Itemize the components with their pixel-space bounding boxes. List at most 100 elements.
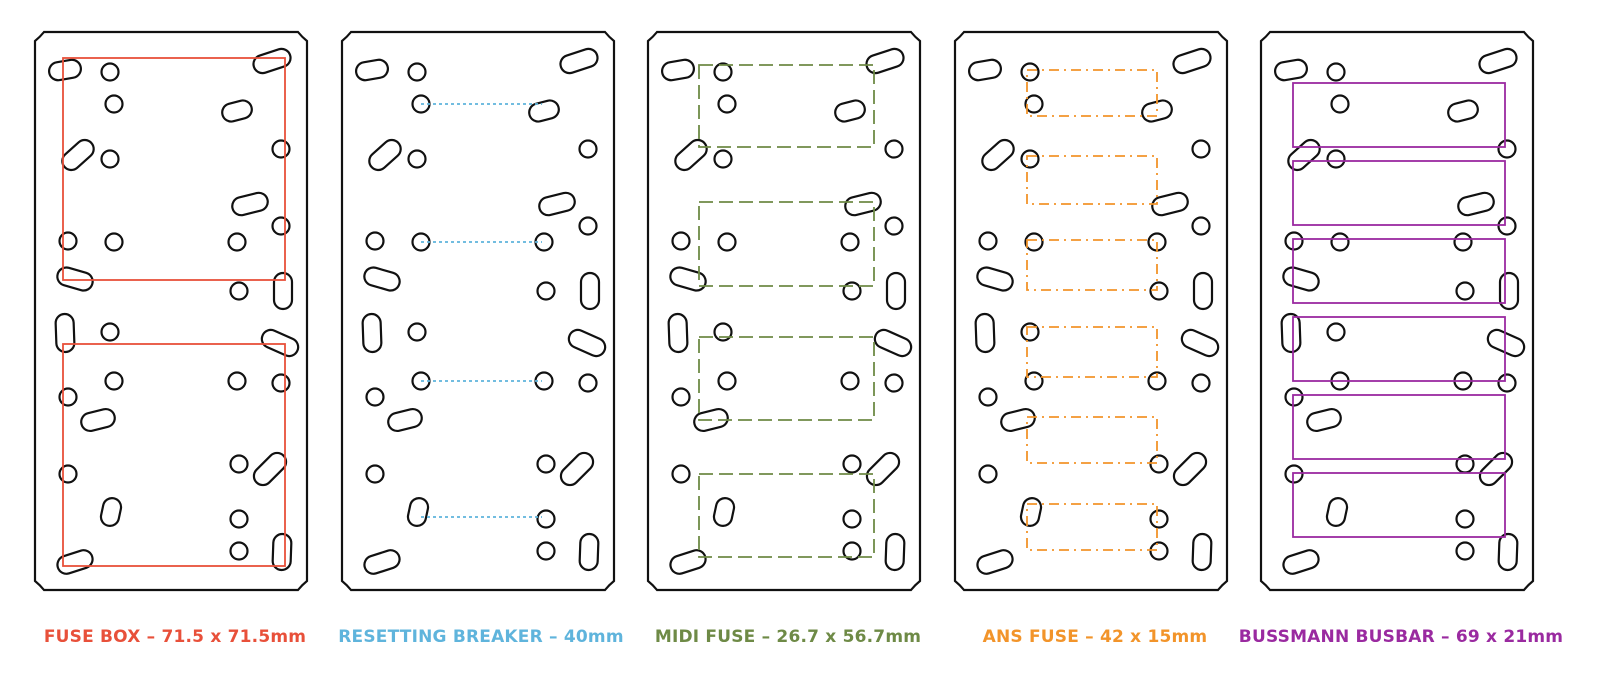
mounting-hole xyxy=(1149,454,1169,474)
mounting-hole xyxy=(713,322,733,342)
mounting-hole xyxy=(978,231,998,251)
mounting-hole xyxy=(100,149,120,169)
mounting-hole xyxy=(1024,371,1044,391)
mounting-slot xyxy=(976,266,1014,292)
mounting-slot xyxy=(1457,191,1495,217)
mounting-hole xyxy=(271,216,291,236)
mounting-slot xyxy=(361,312,383,354)
mounting-hole xyxy=(100,62,120,82)
mounting-hole xyxy=(227,232,247,252)
mounting-slot xyxy=(54,312,76,354)
caption-midi-fuse: MIDI FUSE – 26.7 x 56.7mm xyxy=(655,627,921,647)
mounting-hole xyxy=(671,464,691,484)
mounting-slot xyxy=(1282,266,1320,292)
panel-fuse-box xyxy=(33,30,309,592)
mounting-slot xyxy=(99,497,123,527)
mounting-slot xyxy=(559,451,595,487)
mounting-hole xyxy=(271,373,291,393)
mounting-hole xyxy=(840,371,860,391)
mounting-hole xyxy=(671,387,691,407)
mounting-slot xyxy=(981,138,1015,172)
mounting-hole xyxy=(1453,232,1473,252)
mounting-slot xyxy=(80,407,116,433)
mounting-plate-outline xyxy=(953,30,1229,592)
midi-fuse-outline xyxy=(698,336,875,421)
caption-ans-fuse: ANS FUSE – 42 x 15mm xyxy=(983,627,1208,647)
mounting-slot xyxy=(976,549,1014,575)
mounting-hole xyxy=(407,62,427,82)
mounting-hole xyxy=(58,231,78,251)
mounting-hole xyxy=(717,371,737,391)
mounting-hole xyxy=(1191,216,1211,236)
mounting-hole xyxy=(104,232,124,252)
mounting-hole xyxy=(1024,232,1044,252)
mounting-slot xyxy=(368,138,402,172)
mounting-hole xyxy=(1149,281,1169,301)
mounting-slot xyxy=(693,407,729,433)
mounting-hole xyxy=(407,322,427,342)
mounting-hole xyxy=(1284,231,1304,251)
ans-fuse-outline xyxy=(1026,239,1158,291)
busbar-outline xyxy=(1292,394,1506,460)
mounting-hole xyxy=(1497,373,1517,393)
mounting-slot xyxy=(387,407,423,433)
mounting-slot xyxy=(355,58,389,82)
busbar-outline xyxy=(1292,316,1506,382)
mounting-slot xyxy=(1172,451,1208,487)
mounting-hole xyxy=(58,387,78,407)
mounting-slot xyxy=(61,138,95,172)
mounting-hole xyxy=(884,373,904,393)
busbar-outline xyxy=(1292,160,1506,226)
mounting-hole xyxy=(717,232,737,252)
mounting-slot xyxy=(252,47,292,75)
mounting-hole xyxy=(1330,94,1350,114)
mounting-slot xyxy=(56,266,94,292)
midi-fuse-outline xyxy=(698,473,875,558)
mounting-slot xyxy=(221,99,253,123)
mounting-slot xyxy=(272,271,294,311)
mounting-hole xyxy=(227,371,247,391)
ans-fuse-outline xyxy=(1026,155,1158,205)
mounting-hole xyxy=(229,281,249,301)
mounting-hole xyxy=(229,454,249,474)
mounting-slot xyxy=(363,549,401,575)
mounting-hole xyxy=(842,509,862,529)
mounting-slot xyxy=(968,58,1002,82)
panel-ans-fuse xyxy=(953,30,1229,592)
mounting-hole xyxy=(1024,94,1044,114)
mounting-slot xyxy=(1180,328,1220,358)
mounting-slot xyxy=(865,47,905,75)
mounting-hole xyxy=(271,139,291,159)
mounting-hole xyxy=(1147,371,1167,391)
mounting-hole xyxy=(104,94,124,114)
mounting-slot xyxy=(1498,271,1520,311)
mounting-hole xyxy=(1020,149,1040,169)
fuse-box-outline xyxy=(62,343,286,567)
mounting-slot xyxy=(834,99,866,123)
mounting-hole xyxy=(1149,541,1169,561)
mounting-slot xyxy=(1000,407,1036,433)
mounting-slot xyxy=(1192,271,1214,311)
mounting-hole xyxy=(58,464,78,484)
mounting-hole xyxy=(1326,62,1346,82)
mounting-plate-outline xyxy=(1259,30,1535,592)
mounting-slot xyxy=(667,312,689,354)
fuse-box-outline xyxy=(62,57,286,281)
mounting-plate-outline xyxy=(646,30,922,592)
mounting-slot xyxy=(363,266,401,292)
mounting-slot xyxy=(974,312,996,354)
mounting-slot xyxy=(271,532,293,572)
mounting-hole xyxy=(1326,149,1346,169)
mounting-slot xyxy=(1478,451,1514,487)
mounting-slot xyxy=(231,191,269,217)
midi-fuse-outline xyxy=(698,64,875,148)
mounting-hole xyxy=(536,281,556,301)
mounting-slot xyxy=(260,328,300,358)
mounting-slot xyxy=(1280,312,1302,354)
mounting-hole xyxy=(1020,322,1040,342)
mounting-hole xyxy=(1191,139,1211,159)
mounting-hole xyxy=(840,232,860,252)
mounting-hole xyxy=(884,216,904,236)
mounting-hole xyxy=(536,509,556,529)
